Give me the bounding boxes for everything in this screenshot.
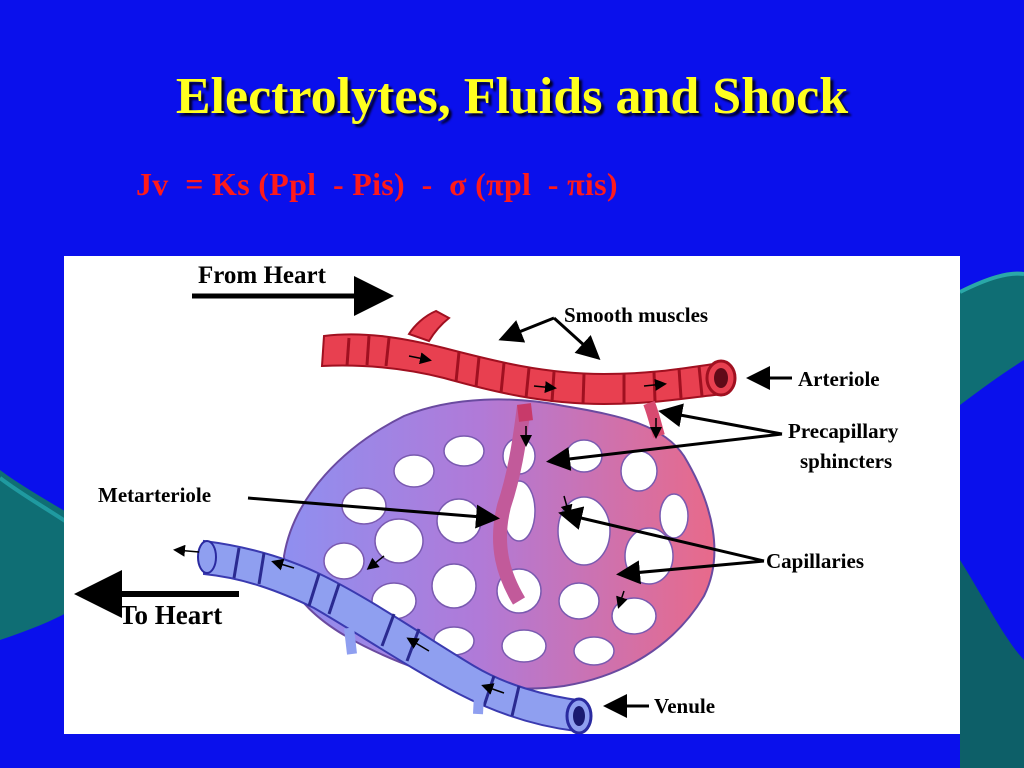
- metarteriole-pointer: [247, 496, 500, 529]
- venule-label: Venule: [654, 694, 715, 718]
- capillaries-label: Capillaries: [766, 549, 864, 573]
- venule-left-opening: [197, 540, 217, 574]
- arteriole-label: Arteriole: [798, 367, 880, 391]
- right-wave-highlight: [959, 271, 1024, 294]
- venule-wall-bands: [232, 547, 521, 717]
- smooth-muscles-pointer-2: [552, 316, 601, 361]
- metarteriole-label: Metarteriole: [98, 483, 211, 507]
- venule-stub-1: [344, 627, 357, 655]
- arteriole-lumen: [714, 368, 728, 388]
- right-lower-wave-decoration: [960, 560, 1024, 768]
- precapillary-branch-1: [517, 403, 533, 422]
- smooth-muscles-label: Smooth muscles: [564, 303, 708, 327]
- from-heart-label: From Heart: [198, 262, 327, 289]
- metarteriole-vessel: [492, 405, 531, 605]
- arteriole-branch-stub: [407, 309, 451, 343]
- precapillary-pointer-2: [546, 432, 783, 471]
- slide-title: Electrolytes, Fluids and Shock: [175, 68, 849, 125]
- venule-lumen: [573, 706, 585, 726]
- starling-equation: Jv = Ks (Ppl - Pis) - σ (πpl - πis): [136, 166, 618, 202]
- label-pointers: [247, 316, 792, 718]
- to-heart-label: To Heart: [119, 600, 222, 630]
- precapillary-label-line2: sphincters: [800, 449, 892, 473]
- capillaries-pointer-1: [558, 506, 765, 563]
- venule-stub-2: [473, 693, 484, 715]
- right-wave-decoration: [960, 271, 1024, 405]
- precapillary-pointer-1: [658, 403, 783, 436]
- smooth-muscles-pointer-1: [498, 316, 555, 343]
- capillaries-pointer-2: [616, 559, 765, 585]
- precapillary-label-line1: Precapillary: [788, 419, 899, 443]
- arteriole-vessel: [320, 333, 726, 406]
- microcirculation-diagram: From Heart Smooth muscles Arteriole Prec…: [64, 256, 960, 734]
